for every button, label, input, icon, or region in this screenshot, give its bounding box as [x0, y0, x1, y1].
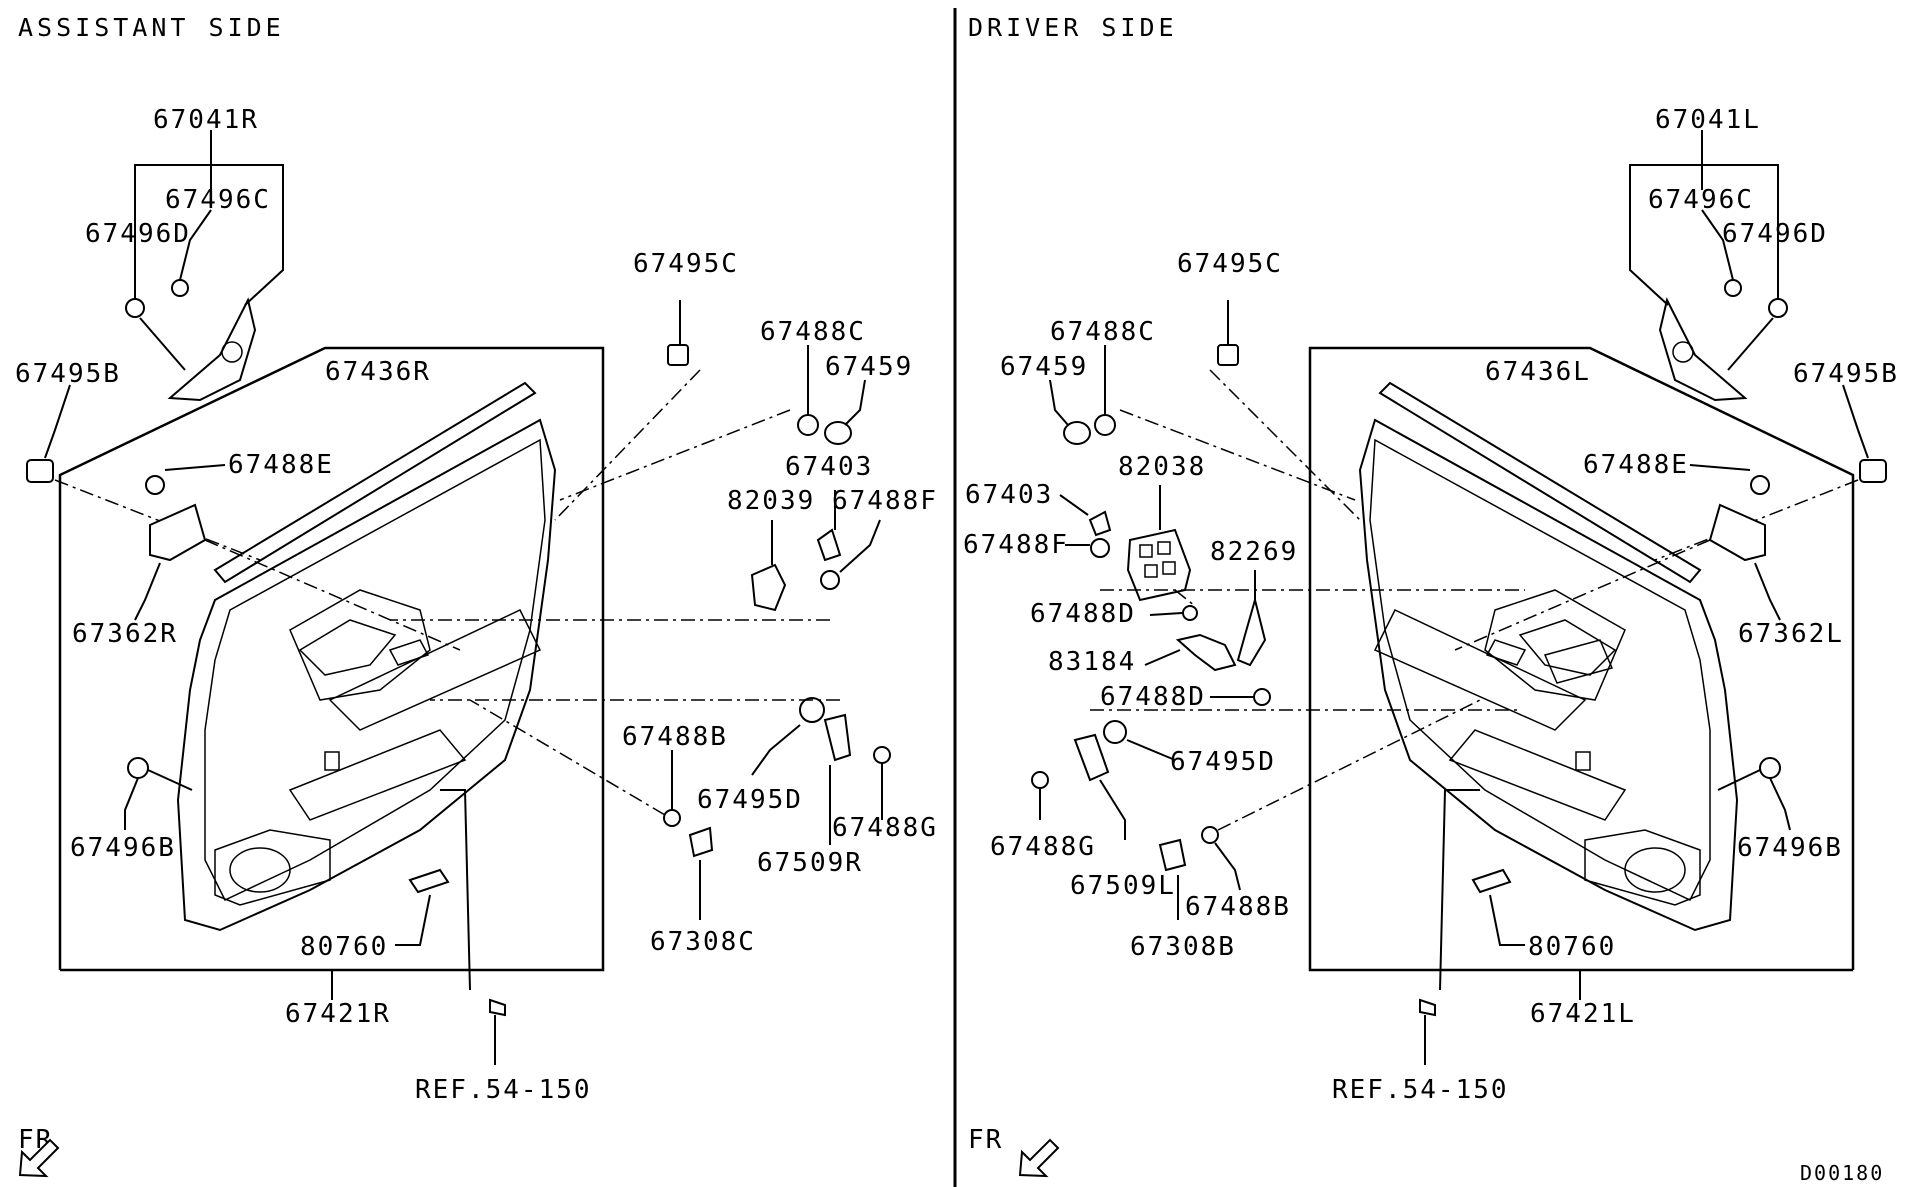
label-67488B-assistant: 67488B — [622, 722, 728, 752]
label-82039: 82039 — [727, 486, 815, 516]
driver-delta-cover — [1658, 297, 1748, 402]
label-67308C: 67308C — [650, 927, 756, 957]
fr-arrow-right-icon — [1018, 1138, 1060, 1178]
label-67421R: 67421R — [285, 999, 391, 1029]
label-67496C-driver: 67496C — [1648, 185, 1754, 215]
label-67496D-driver: 67496D — [1722, 219, 1828, 249]
label-67496D-assistant: 67496D — [85, 219, 191, 249]
label-67495C-driver: 67495C — [1177, 249, 1283, 279]
label-67436L: 67436L — [1485, 357, 1591, 387]
assistant-side-panel: 67041R 67496C 67496D 67495C 67488C 67459… — [15, 105, 938, 1105]
assistant-side-header: ASSISTANT SIDE — [18, 13, 285, 42]
driver-side-header: DRIVER SIDE — [968, 13, 1178, 42]
driver-trim-frame — [1308, 346, 1855, 972]
label-67459-driver: 67459 — [1000, 352, 1088, 382]
label-67496B-assistant: 67496B — [70, 833, 176, 863]
label-67495C-assistant: 67495C — [633, 249, 739, 279]
label-67495B-driver: 67495B — [1793, 359, 1899, 389]
label-67488C-driver: 67488C — [1050, 317, 1156, 347]
label-67509L: 67509L — [1070, 871, 1176, 901]
label-82269: 82269 — [1210, 537, 1298, 567]
label-67459-assistant: 67459 — [825, 352, 913, 382]
label-67488D-driver-a: 67488D — [1030, 599, 1136, 629]
label-67041R: 67041R — [153, 105, 259, 135]
label-67488G-assistant: 67488G — [832, 813, 938, 843]
label-67488G-driver: 67488G — [990, 832, 1096, 862]
label-80760-driver: 80760 — [1528, 932, 1616, 962]
label-67495D-driver: 67495D — [1170, 747, 1276, 777]
label-67436R: 67436R — [325, 357, 431, 387]
label-67488C-assistant: 67488C — [760, 317, 866, 347]
label-67041L: 67041L — [1655, 105, 1761, 135]
assistant-weatherstrip — [213, 381, 537, 584]
label-67495D-assistant: 67495D — [697, 785, 803, 815]
driver-side-panel: 67041L 67496C 67496D 67495C 67488C 67459… — [963, 105, 1899, 1105]
assistant-door-trim-panel — [176, 418, 557, 932]
label-67488D-driver-b: 67488D — [1100, 682, 1206, 712]
label-67488E-assistant: 67488E — [228, 450, 334, 480]
fr-arrow-left-icon — [18, 1138, 60, 1178]
label-67362L: 67362L — [1738, 619, 1844, 649]
driver-door-trim-panel — [1358, 418, 1739, 932]
label-80760-assistant: 80760 — [300, 932, 388, 962]
label-67496C-assistant: 67496C — [165, 185, 271, 215]
label-67495B-assistant: 67495B — [15, 359, 121, 389]
label-67496B-driver: 67496B — [1737, 833, 1843, 863]
assistant-trim-frame — [58, 346, 605, 972]
assistant-bracket-67362R — [149, 503, 207, 562]
label-ref-driver: REF.54-150 — [1332, 1075, 1509, 1105]
fr-arrow-left: FR — [18, 1125, 60, 1178]
assistant-delta-cover — [167, 297, 257, 402]
label-67488B-driver: 67488B — [1185, 892, 1291, 922]
label-67488F-driver: 67488F — [963, 530, 1069, 560]
label-67421L: 67421L — [1530, 999, 1636, 1029]
label-67488F-assistant: 67488F — [832, 486, 938, 516]
label-67509R: 67509R — [757, 848, 863, 878]
label-67308B: 67308B — [1130, 932, 1236, 962]
label-83184: 83184 — [1048, 647, 1136, 677]
label-82038: 82038 — [1118, 452, 1206, 482]
fr-label-right: FR — [968, 1125, 1003, 1155]
label-67488E-driver: 67488E — [1583, 450, 1689, 480]
driver-weatherstrip — [1378, 381, 1702, 584]
label-67403-driver: 67403 — [965, 480, 1053, 510]
diagram-code: D00180 — [1800, 1161, 1884, 1185]
label-67403-assistant: 67403 — [785, 452, 873, 482]
label-67362R: 67362R — [72, 619, 178, 649]
driver-bracket-67362L — [1708, 503, 1766, 562]
label-ref-assistant: REF.54-150 — [415, 1075, 592, 1105]
fr-arrow-right: FR — [968, 1125, 1060, 1178]
